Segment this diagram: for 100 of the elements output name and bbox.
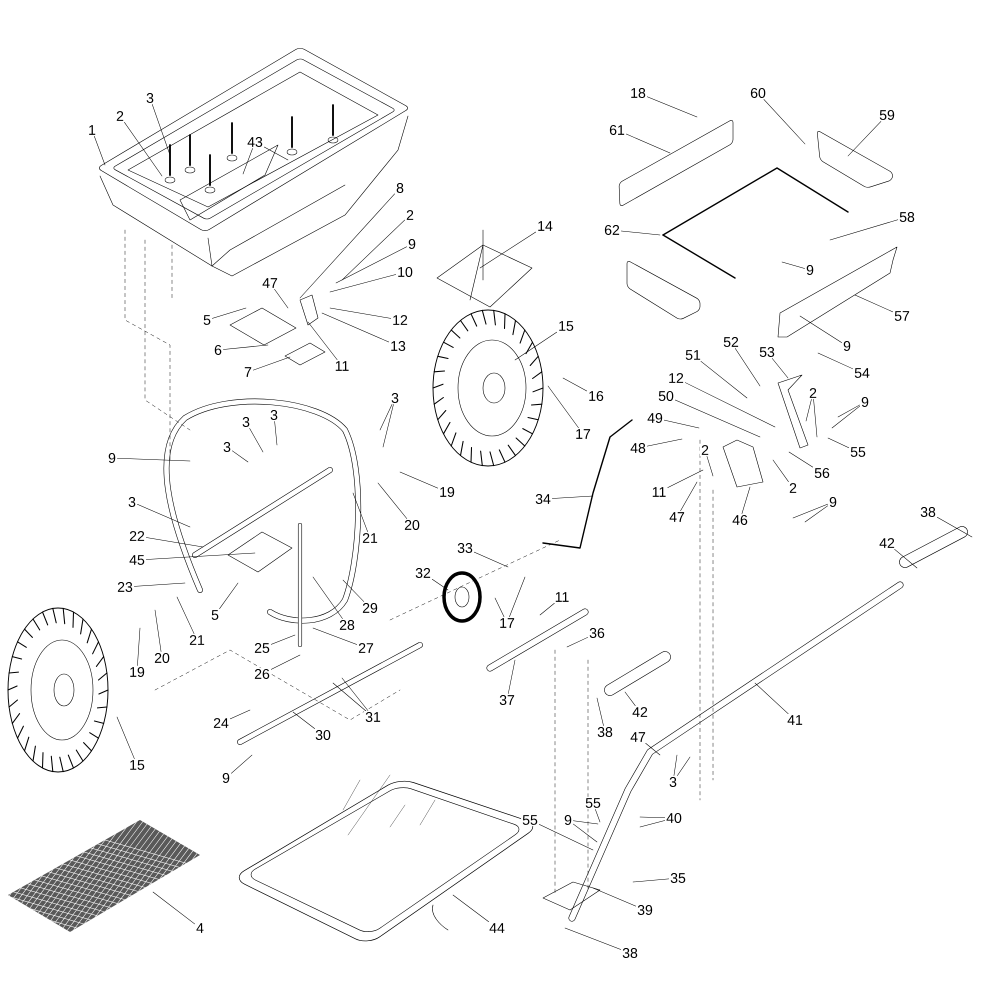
callout-number: 1 [86,124,98,136]
callout-number: 36 [588,626,606,640]
leader-line [253,356,290,370]
callout-number: 3 [126,496,138,508]
callout-number: 55 [584,796,602,810]
leader-line [632,878,670,882]
leader-line [230,710,250,720]
callout-number: 9 [804,264,816,276]
callout-number: 31 [364,710,382,724]
leader-line [640,816,666,818]
callout-number: 47 [261,277,279,290]
callout-number: 62 [603,224,621,236]
leader-line [664,420,700,428]
callout-number: 38 [919,506,937,518]
leader-line [564,928,622,950]
callout-number: 9 [562,814,574,826]
callout-number: 37 [498,694,516,706]
leader-line [936,516,972,538]
callout-number: 9 [106,452,118,464]
leader-line [828,438,850,448]
leader-line [342,220,405,280]
leader-line [800,316,842,343]
leader-line [772,358,788,378]
callout-number: 3 [268,408,280,422]
leader-line [452,894,489,922]
leader-line [788,452,814,468]
callout-number: 21 [361,532,379,544]
leader-line [249,428,264,452]
leader-line [124,122,162,176]
callout-number: 25 [253,642,271,654]
leader-line [674,754,678,776]
callout-number: 55 [849,446,867,458]
leader-line [231,754,252,774]
leader-line [332,682,366,711]
callout-number: 17 [574,428,592,440]
callout-number: 30 [314,728,332,742]
leader-line [270,634,296,645]
leader-line [830,220,898,240]
callout-number: 3 [390,392,400,404]
leader-line [573,824,598,842]
leader-line [312,576,343,619]
leader-line [596,698,604,726]
leader-line [312,628,358,645]
callout-number: 21 [188,634,206,646]
callout-number: 38 [621,946,639,960]
callout-number: 44 [488,922,506,934]
leader-line [146,552,256,560]
leader-line [848,121,882,156]
callout-number: 14 [536,220,554,232]
callout-number: 47 [668,511,686,524]
leader-line [540,603,555,616]
leader-line [782,262,805,269]
callout-number: 9 [842,340,852,352]
leader-line [818,352,854,370]
leader-line [380,404,392,430]
callout-number: 22 [128,530,146,542]
callout-number: 33 [456,542,474,554]
leader-line [573,820,598,824]
leader-line [646,438,682,446]
callout-number: 11 [334,360,350,372]
callout-number: 9 [406,238,418,250]
leader-line [562,378,588,392]
leader-line [400,472,438,488]
callout-number: 2 [404,208,416,222]
callout-number: 9 [828,496,838,508]
leader-line [538,824,594,850]
leader-line [494,598,504,618]
leader-line [764,99,806,144]
callout-number: 9 [220,772,232,784]
callout-number: 16 [587,390,605,402]
callout-number: 34 [534,492,552,506]
callout-number: 27 [357,642,375,654]
leader-line [854,294,894,312]
leader-line [330,274,396,292]
callout-number: 59 [878,108,896,122]
leader-line [684,382,776,428]
callout-number: 20 [153,652,171,664]
leader-line [813,399,818,438]
callout-number: 42 [878,536,896,550]
callout-number: 56 [813,466,831,480]
callout-number: 42 [631,706,649,718]
callout-number: 3 [668,776,678,788]
callout-number: 46 [731,514,749,526]
callout-number: 3 [240,416,252,428]
leader-line [804,506,828,522]
leader-line [624,692,636,706]
callout-number: 2 [700,444,710,456]
callout-number: 19 [128,666,146,678]
leader-line [734,348,760,386]
leader-line [832,406,860,428]
callout-number: 26 [253,668,271,680]
leader-line [300,194,395,298]
callout-number: 5 [202,314,212,326]
leader-line [806,399,812,422]
leader-line [706,456,714,476]
leader-line [772,460,789,482]
callout-number: 11 [650,486,668,498]
leader-line [242,148,253,174]
leader-line [474,552,508,568]
callout-number: 2 [808,386,818,400]
